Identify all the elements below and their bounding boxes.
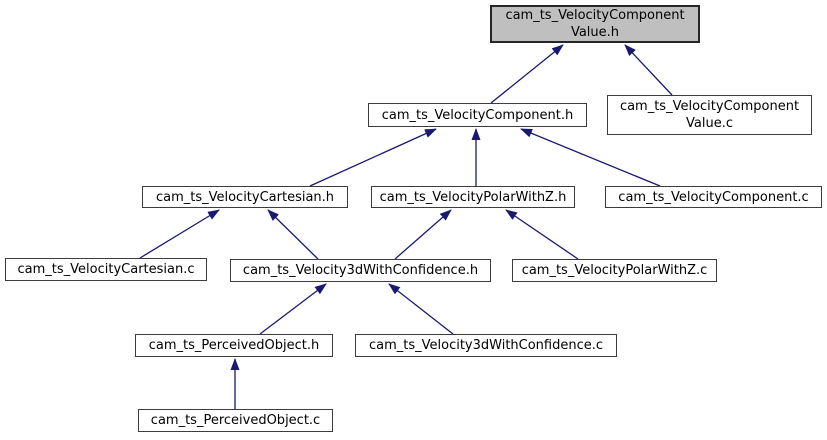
dependency-edge-component_c-to-component_h [520, 128, 661, 187]
graph-node-value_h: cam_ts_VelocityComponent Value.h [490, 5, 700, 43]
graph-node-perceived_c[interactable]: cam_ts_PerceivedObject.c [138, 409, 333, 432]
dependency-edge-conf3d_c-to-conf3d_h [388, 283, 454, 335]
graph-node-polarwithz_c[interactable]: cam_ts_VelocityPolarWithZ.c [512, 259, 717, 282]
dependency-edge-conf3d_h-to-cartesian_h [267, 209, 319, 260]
dependency-edge-polarwithz_c-to-polarwithz_h [505, 209, 579, 260]
dependency-edge-value_c-to-value_h [624, 44, 673, 96]
graph-node-cartesian_c[interactable]: cam_ts_VelocityCartesian.c [5, 258, 207, 281]
graph-node-value_c[interactable]: cam_ts_VelocityComponent Value.c [607, 95, 812, 135]
dependency-edge-component_h-to-value_h [490, 44, 564, 104]
dependency-edge-conf3d_h-to-polarwithz_h [394, 209, 452, 260]
graph-node-conf3d_h[interactable]: cam_ts_Velocity3dWithConfidence.h [230, 259, 491, 282]
dependency-edge-perceived_h-to-conf3d_h [259, 283, 327, 335]
graph-node-component_h[interactable]: cam_ts_VelocityComponent.h [368, 103, 587, 127]
dependency-edge-cartesian_c-to-cartesian_h [139, 209, 220, 259]
graph-node-conf3d_c[interactable]: cam_ts_Velocity3dWithConfidence.c [355, 334, 617, 357]
graph-node-component_c[interactable]: cam_ts_VelocityComponent.c [605, 186, 822, 208]
graph-node-perceived_h[interactable]: cam_ts_PerceivedObject.h [135, 334, 333, 357]
graph-node-polarwithz_h[interactable]: cam_ts_VelocityPolarWithZ.h [371, 186, 575, 208]
graph-node-cartesian_h[interactable]: cam_ts_VelocityCartesian.h [142, 186, 348, 208]
dependency-edge-cartesian_h-to-component_h [309, 128, 437, 187]
